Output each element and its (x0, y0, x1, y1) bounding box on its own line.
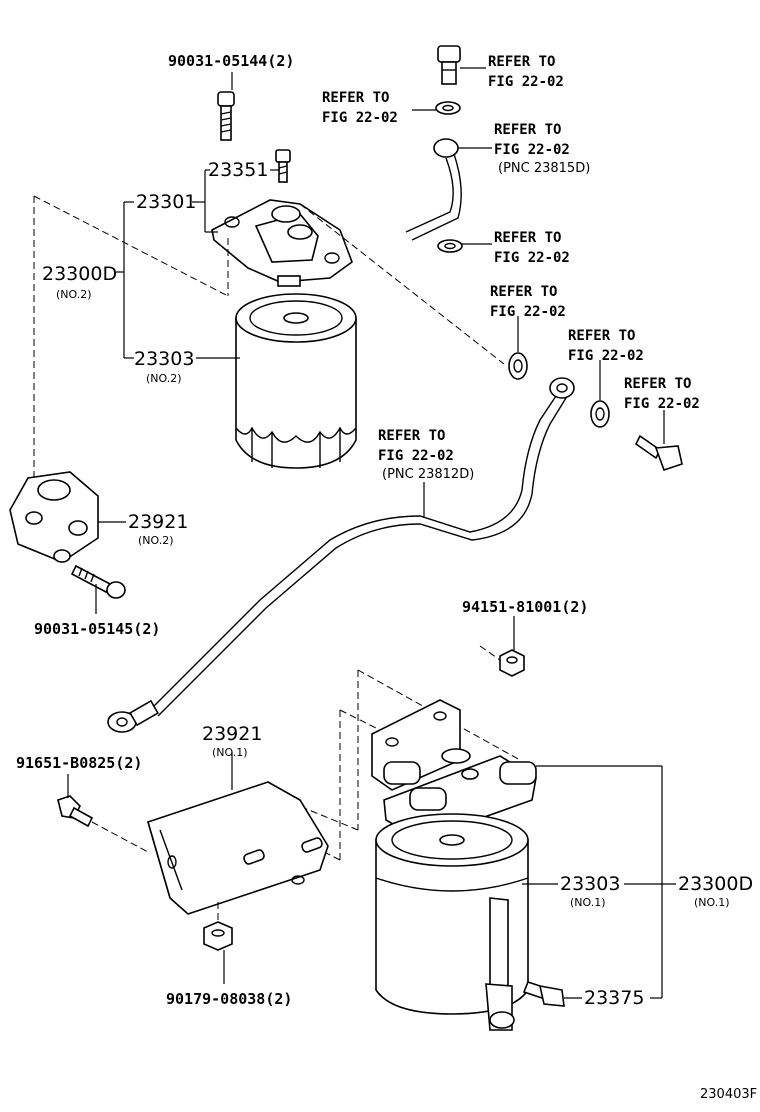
refer-to-text-4: REFER TO (494, 122, 561, 138)
label-bolt-left: 91651-B0825(2) (16, 754, 142, 772)
refer-to-text-13: REFER TO (624, 376, 691, 392)
label-element-no2-sub: (NO.2) (146, 372, 182, 385)
label-element-no1: 23303 (560, 873, 620, 895)
refer-to-text-6: (PNC 23815D) (498, 161, 590, 176)
nut-94151 (499, 649, 525, 677)
label-bracket-no1-sub: (NO.1) (212, 746, 248, 759)
filter-head-no1 (371, 699, 537, 841)
refer-to-text-1: FIG 22-02 (488, 74, 564, 90)
refer-to-text-2: REFER TO (322, 90, 389, 106)
refer-to-text-3: FIG 22-02 (322, 110, 398, 126)
refer-to-text-9: REFER TO (490, 284, 557, 300)
refer-to-text-10: FIG 22-02 (490, 304, 566, 320)
bolt-91651 (57, 795, 94, 828)
label-bolt-bracket: 90031-05145(2) (34, 620, 160, 638)
filter-element-no2 (235, 293, 357, 469)
label-assy-no2-sub: (NO.2) (56, 288, 92, 301)
water-sensor-23375 (522, 981, 565, 1007)
refer-to-text-17: (PNC 23812D) (382, 467, 474, 482)
nut-90179 (203, 921, 233, 951)
bolt-90031-05144 (217, 91, 235, 141)
refer-to-text-12: FIG 22-02 (568, 348, 644, 364)
label-assy-no1-sub: (NO.1) (694, 896, 730, 909)
bracket-no2 (9, 471, 99, 563)
refer-to-text-0: REFER TO (488, 54, 555, 70)
screw-23351 (275, 149, 291, 183)
figure-code: 230403F (700, 1087, 757, 1102)
gasket-upper (435, 101, 461, 115)
gasket-lower (437, 239, 463, 253)
union-bolt (437, 45, 461, 85)
label-screw: 23351 (208, 159, 268, 181)
refer-to-text-5: FIG 22-02 (494, 142, 570, 158)
bracket-no1 (147, 781, 329, 915)
label-bracket-no2: 23921 (128, 511, 188, 533)
label-element-no1-sub: (NO.1) (570, 896, 606, 909)
label-sensor: 23375 (584, 987, 644, 1009)
label-bolt-top: 90031-05144(2) (168, 52, 294, 70)
union-bolt-right (634, 434, 683, 472)
fuel-pipe-long (107, 377, 575, 733)
label-assy-no1: 23300D (678, 873, 753, 895)
refer-to-text-8: FIG 22-02 (494, 250, 570, 266)
refer-to-text-14: FIG 22-02 (624, 396, 700, 412)
label-bracket-no2-sub: (NO.2) (138, 534, 174, 547)
label-element-no2: 23303 (134, 348, 194, 370)
filter-cover-23301 (211, 199, 353, 287)
label-nut-top: 94151-81001(2) (462, 598, 588, 616)
gasket-right-1 (508, 352, 528, 380)
label-nut-bottom: 90179-08038(2) (166, 990, 292, 1008)
refer-to-text-15: REFER TO (378, 428, 445, 444)
gasket-right-2 (590, 400, 610, 428)
filter-element-no1 (375, 813, 529, 1031)
label-cover: 23301 (136, 191, 196, 213)
refer-to-text-7: REFER TO (494, 230, 561, 246)
bolt-90031-05145 (70, 564, 126, 599)
fuel-pipe-upper (405, 138, 462, 241)
label-assy-no2: 23300D (42, 263, 117, 285)
refer-to-text-11: REFER TO (568, 328, 635, 344)
label-bracket-no1: 23921 (202, 723, 262, 745)
refer-to-text-16: FIG 22-02 (378, 448, 454, 464)
